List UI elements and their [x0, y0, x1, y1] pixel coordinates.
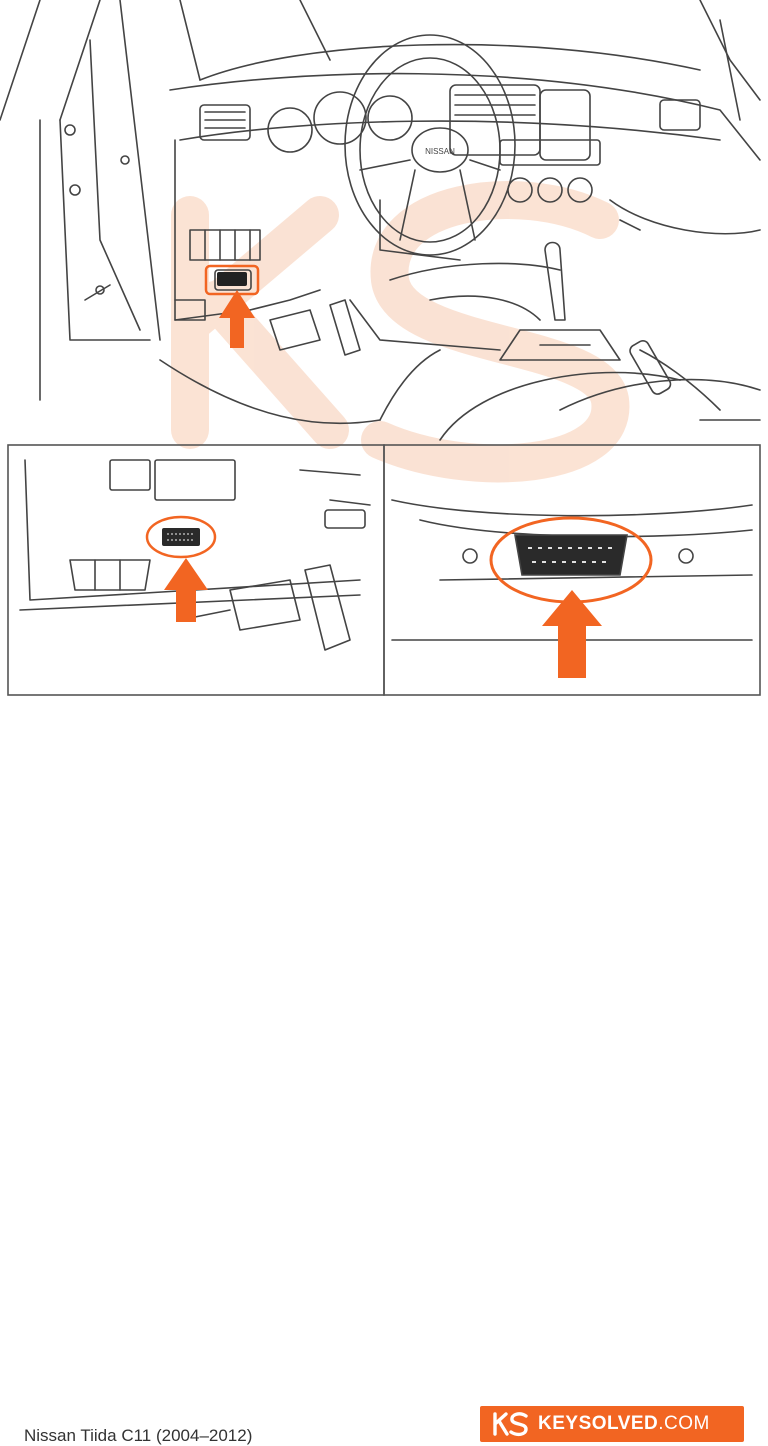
brand-name: KEYSOLVED — [538, 1413, 659, 1434]
keysolved-badge[interactable]: KEYSOLVED.COM — [480, 1406, 744, 1442]
left-obd-port — [145, 515, 217, 559]
main-obd-port — [204, 264, 260, 296]
right-obd-port — [489, 516, 653, 604]
main-cabin-view — [0, 0, 761, 441]
left-arrow-icon — [164, 558, 208, 622]
keysolved-logo-icon — [493, 1412, 528, 1437]
zoom-panel-right-frame — [383, 444, 761, 696]
obd-location-illustration: NISSAN — [0, 0, 761, 696]
right-arrow-icon — [542, 590, 602, 678]
footer: Nissan Tiida C11 (2004–2012) KEYSOLVED.C… — [0, 700, 768, 1445]
brand-domain: .COM — [658, 1413, 710, 1434]
main-arrow-icon — [219, 290, 255, 348]
steering-badge: NISSAN — [425, 147, 455, 156]
vehicle-caption: Nissan Tiida C11 (2004–2012) — [24, 1426, 253, 1445]
zoom-panel-left-frame — [7, 444, 385, 696]
